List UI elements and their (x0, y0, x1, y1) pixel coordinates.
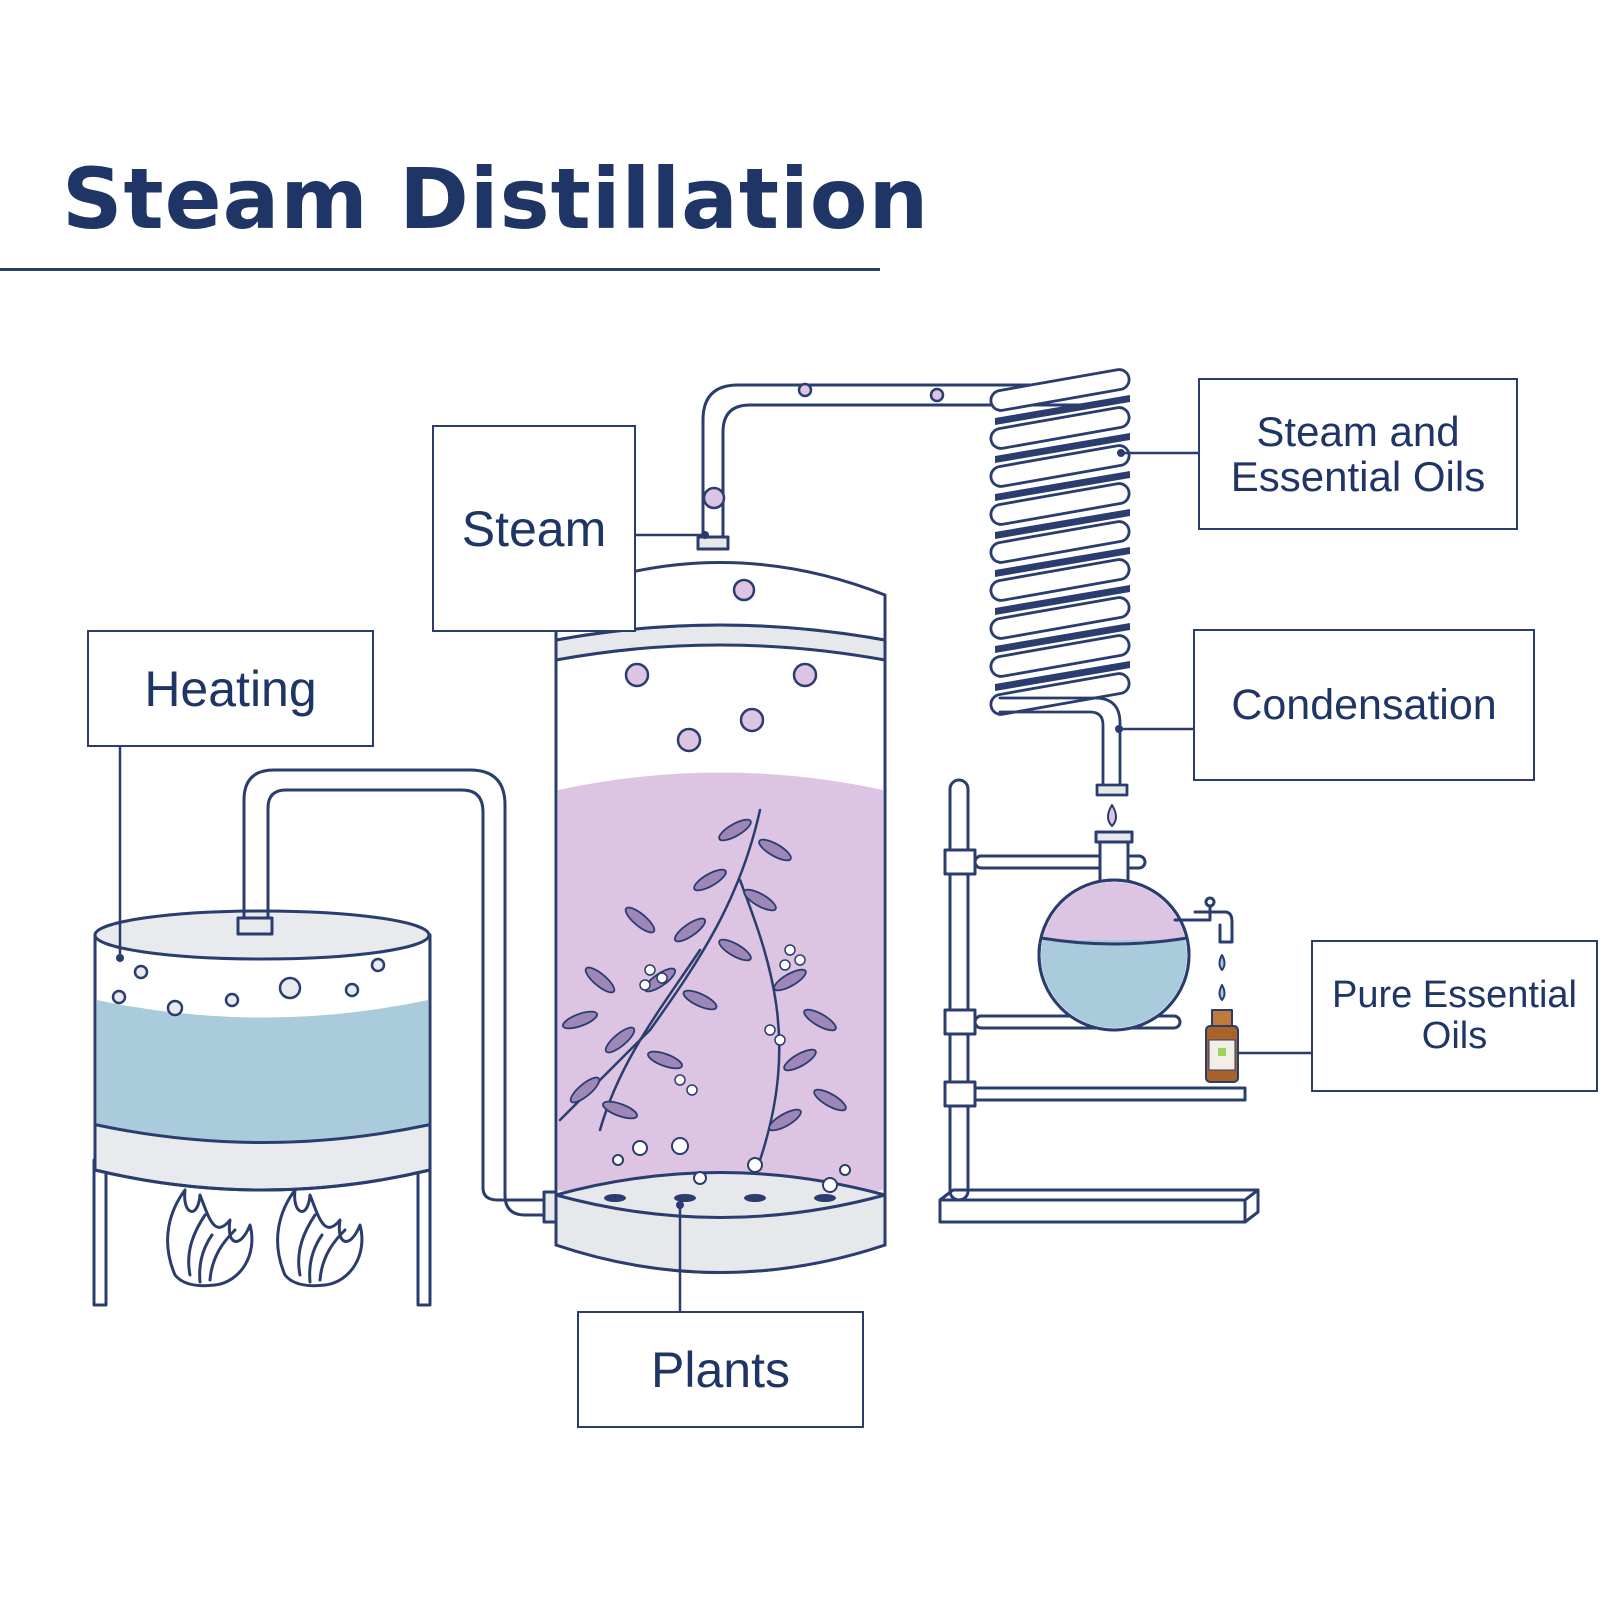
label-pure-essential-oils: Pure Essential Oils (1311, 940, 1598, 1092)
essential-oil-bottle-icon (1205, 1009, 1239, 1083)
label-steam-text: Steam (461, 500, 607, 557)
condenser-coil (989, 368, 1131, 797)
label-plants: Plants (577, 1311, 864, 1428)
label-condensation: Condensation (1193, 629, 1535, 781)
vapor-pipe (701, 382, 1112, 539)
flames (166, 1188, 364, 1288)
label-steam-oils-line2: Essential Oils (1230, 453, 1486, 500)
label-pure-line2: Oils (1421, 1015, 1488, 1057)
label-heating: Heating (87, 630, 374, 747)
page-title: Steam Distillation (62, 150, 930, 248)
boiler (92, 909, 432, 1307)
label-steam-essential-oils: Steam and Essential Oils (1198, 378, 1518, 530)
label-plants-text: Plants (651, 1341, 790, 1398)
leader-lines (118, 451, 1314, 1314)
label-steam: Steam (432, 425, 636, 632)
label-pure-line1: Pure Essential (1331, 973, 1577, 1016)
label-heating-text: Heating (144, 660, 317, 717)
plant-sprigs (558, 808, 847, 1162)
collection-flask (1037, 830, 1234, 1032)
title-divider (0, 268, 880, 271)
label-condensation-text: Condensation (1231, 680, 1497, 729)
label-steam-oils-line1: Steam and (1256, 407, 1460, 455)
column (554, 535, 887, 1274)
